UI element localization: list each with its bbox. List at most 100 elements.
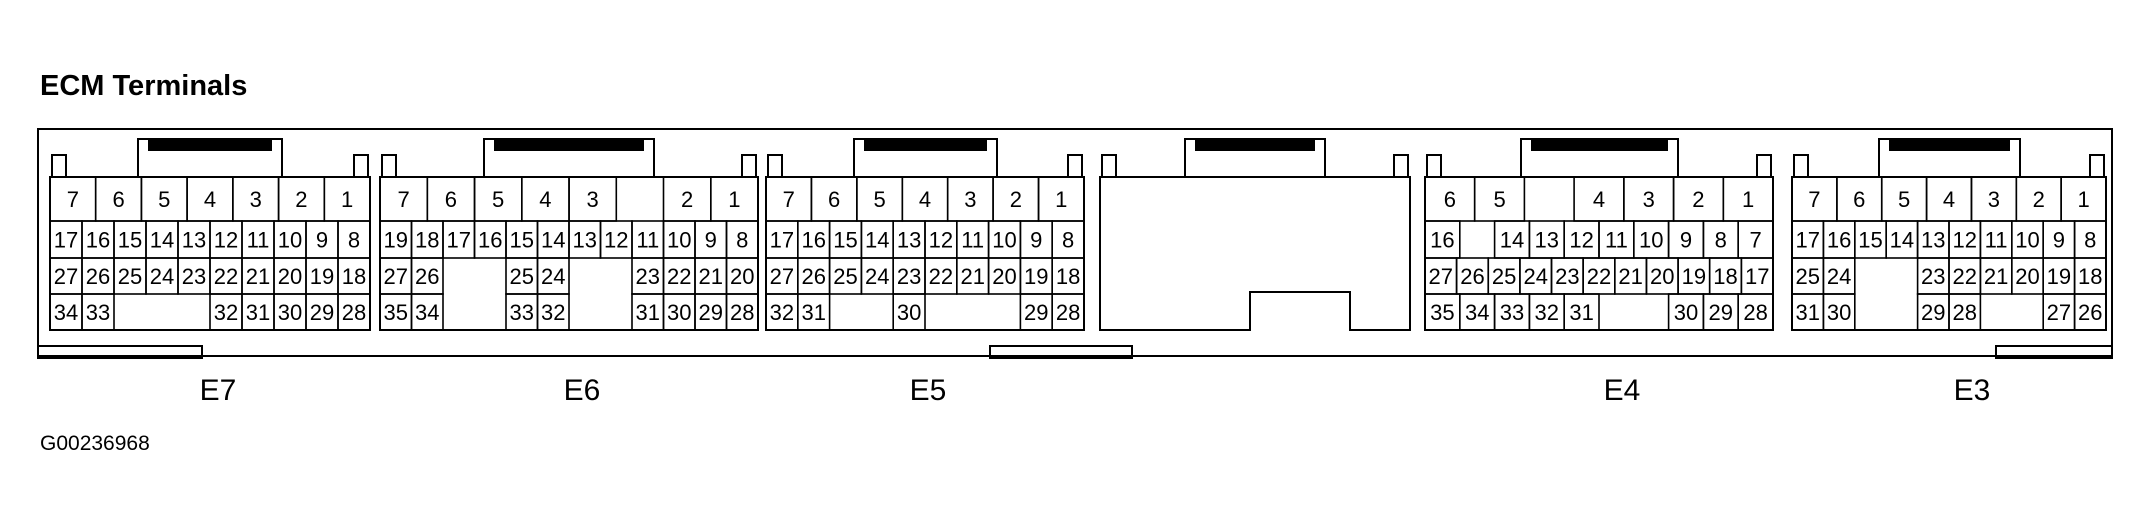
terminal-pin-number: 8 (736, 228, 748, 253)
terminal-pin-number: 15 (833, 228, 857, 253)
terminal-pin-number: 31 (636, 300, 660, 325)
guide-post (1067, 154, 1083, 178)
terminal-cell (81, 293, 115, 331)
terminal-pin-number: 1 (341, 187, 353, 212)
terminal-pin-number: 6 (445, 187, 457, 212)
terminal-pin-number: 19 (2047, 264, 2071, 289)
housing-outline (37, 128, 2113, 357)
terminal-pin-number: 32 (770, 300, 794, 325)
terminal-pin-number: 16 (801, 228, 825, 253)
terminal-pin-number: 17 (447, 228, 471, 253)
terminal-pin-number: 32 (541, 300, 565, 325)
terminal-pin-number: 5 (492, 187, 504, 212)
terminal-pin-number: 8 (1715, 228, 1727, 253)
terminal-pin-number: 4 (539, 187, 551, 212)
terminal-pin-number: 24 (541, 264, 565, 289)
terminal-pin-number: 26 (801, 264, 825, 289)
mounting-tab (989, 345, 1133, 359)
guide-post (767, 154, 783, 178)
terminal-pin-number: 26 (415, 264, 439, 289)
terminal-cell (1822, 293, 1856, 331)
terminal-pin-number: 23 (897, 264, 921, 289)
latch-ridge (1531, 139, 1668, 151)
terminal-pin-number: 18 (415, 228, 439, 253)
terminal-pin-number: 17 (1745, 264, 1769, 289)
terminal-pin-number: 1 (1055, 187, 1067, 212)
terminal-pin-number: 35 (384, 300, 408, 325)
terminal-pin-number: 10 (667, 228, 691, 253)
terminal-pin-number: 29 (310, 300, 334, 325)
terminal-pin-number: 7 (397, 187, 409, 212)
terminal-pin-number: 1 (1742, 187, 1754, 212)
terminal-cell (725, 293, 759, 331)
terminal-pin-number: 1 (728, 187, 740, 212)
terminal-pin-number: 31 (801, 300, 825, 325)
terminal-pin-number: 32 (214, 300, 238, 325)
mounting-tab (1995, 345, 2113, 359)
latch-ridge (1889, 139, 2010, 151)
terminal-pin-number: 19 (1682, 264, 1706, 289)
terminal-pin-number: 31 (1569, 300, 1593, 325)
terminal-pin-number: 25 (1795, 264, 1819, 289)
terminal-pin-number: 28 (1952, 300, 1976, 325)
terminal-pin-number: 32 (1535, 300, 1559, 325)
terminal-pin-number: 10 (1639, 228, 1663, 253)
terminal-cell (796, 293, 831, 331)
terminal-pin-number: 24 (150, 264, 174, 289)
terminal-pin-number: 7 (1808, 187, 1820, 212)
latch-ridge (864, 139, 987, 151)
guide-post (2089, 154, 2105, 178)
terminal-pin-number: 6 (1853, 187, 1865, 212)
terminal-pin-number: 6 (1444, 187, 1456, 212)
terminal-pin-number: 3 (586, 187, 598, 212)
terminal-pin-number: 31 (1795, 300, 1819, 325)
diagram-title: ECM Terminals (40, 70, 248, 102)
terminal-pin-number: 6 (112, 187, 124, 212)
terminal-pin-number: 29 (1709, 300, 1733, 325)
terminal-pin-number: 20 (1650, 264, 1674, 289)
terminal-pin-number: 33 (1500, 300, 1524, 325)
terminal-pin-number: 4 (1593, 187, 1605, 212)
terminal-pin-number: 24 (1827, 264, 1851, 289)
terminal-pin-number: 18 (1713, 264, 1737, 289)
terminal-pin-number: 21 (246, 264, 270, 289)
terminal-pin-number: 12 (929, 228, 953, 253)
terminal-pin-number: 13 (573, 228, 597, 253)
terminal-pin-number: 18 (1056, 264, 1080, 289)
terminal-pin-number: 8 (2084, 228, 2096, 253)
terminal-pin-number: 35 (1430, 300, 1454, 325)
terminal-pin-number: 12 (1952, 228, 1976, 253)
terminal-pin-number: 20 (2015, 264, 2039, 289)
terminal-cell (1948, 293, 1982, 331)
guide-post (1756, 154, 1772, 178)
terminal-pin-number: 15 (1858, 228, 1882, 253)
terminal-pin-number: 27 (54, 264, 78, 289)
connector-label: E3 (1954, 374, 1991, 407)
terminal-pin-number: 4 (1943, 187, 1955, 212)
terminal-pin-number: 21 (699, 264, 723, 289)
terminal-pin-number: 33 (510, 300, 534, 325)
guide-post (381, 154, 397, 178)
figure-id: G00236968 (40, 432, 150, 455)
guide-post (1426, 154, 1442, 178)
terminal-pin-number: 18 (342, 264, 366, 289)
terminal-pin-number: 3 (250, 187, 262, 212)
terminal-pin-number: 2 (681, 187, 693, 212)
terminal-pin-number: 29 (1024, 300, 1048, 325)
guide-post (1393, 154, 1409, 178)
terminal-pin-number: 4 (204, 187, 216, 212)
terminal-pin-number: 13 (1535, 228, 1559, 253)
terminal-pin-number: 7 (783, 187, 795, 212)
terminal-pin-number: 14 (150, 228, 174, 253)
terminal-pin-number: 21 (960, 264, 984, 289)
terminal-pin-number: 22 (667, 264, 691, 289)
terminal-pin-number: 5 (158, 187, 170, 212)
terminal-pin-number: 13 (1921, 228, 1945, 253)
terminal-pin-number: 27 (384, 264, 408, 289)
terminal-pin-number: 2 (295, 187, 307, 212)
terminal-pin-number: 28 (730, 300, 754, 325)
terminal-pin-number: 24 (1523, 264, 1547, 289)
terminal-pin-number: 25 (510, 264, 534, 289)
